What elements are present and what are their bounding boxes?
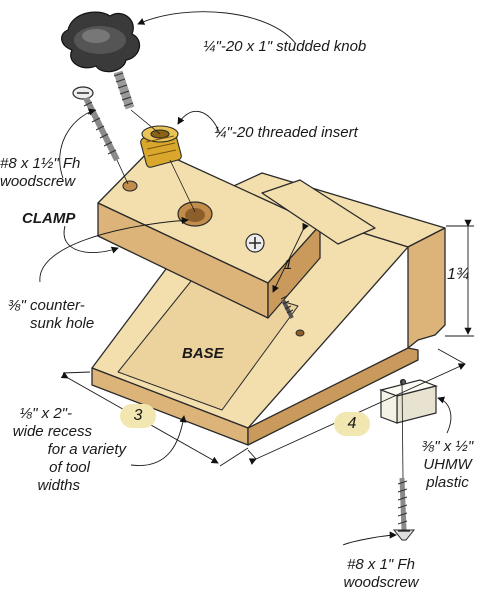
uhmw-plastic-runner [379, 378, 438, 424]
dim-pill-width: 3 [120, 404, 156, 428]
woodscrew-top-icon [72, 86, 120, 162]
base-right-face [407, 227, 446, 349]
short-screw-icon [280, 295, 294, 319]
label-recess-line1: ⅛" x 2"- [19, 405, 72, 422]
label-woodscrew-bottom-line2: woodscrew [343, 574, 419, 591]
label-woodscrew-bottom-line1: #8 x 1" Fh [347, 556, 415, 573]
dim-label-1: 1 [284, 256, 293, 273]
label-countersunk-line1: ⅜" counter- [8, 297, 85, 314]
label-uhmw-line1: ⅜" x ½" [421, 438, 474, 455]
label-recess-line2: wide recess [12, 423, 92, 440]
label-studded-knob: ¼"-20 x 1" studded knob [203, 38, 367, 55]
dim-label-height: 1¾ [447, 266, 470, 283]
label-uhmw-line3: plastic [426, 474, 469, 491]
label-woodscrew-top-line1: #8 x 1½" Fh [0, 155, 81, 172]
label-countersunk-line2: sunk hole [30, 315, 95, 332]
label-clamp: CLAMP [22, 210, 76, 227]
label-recess-line4: of tool [49, 459, 90, 476]
label-woodscrew-top-line2: woodscrew [0, 173, 76, 190]
woodscrew-bottom-icon [392, 477, 416, 541]
label-recess-line3: for a variety [47, 441, 126, 458]
screw-hole [122, 180, 138, 192]
label-uhmw-line2: UHMW [423, 456, 472, 473]
studded-knob-icon [61, 11, 141, 110]
clamp-riser [261, 179, 376, 245]
dim-pill-depth: 4 [334, 412, 370, 436]
label-threaded-insert: ¼"-20 threaded insert [214, 124, 358, 141]
label-base: BASE [182, 345, 224, 362]
clamp-screw-head-icon [245, 233, 265, 253]
label-recess-line5: widths [37, 477, 80, 494]
